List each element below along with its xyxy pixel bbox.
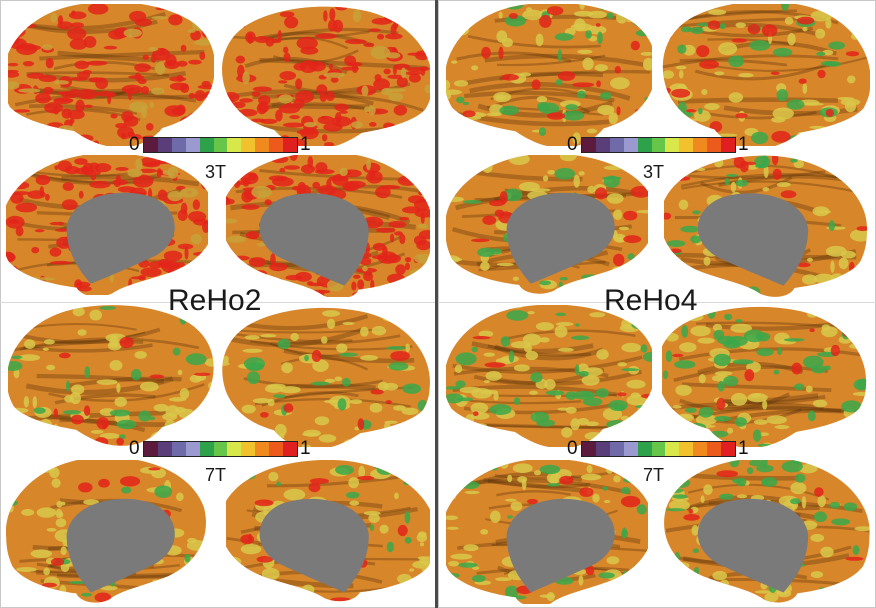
medial-wall — [506, 498, 615, 593]
medial-wall — [697, 193, 809, 286]
reho4-3t-colorbar-min: 0 — [567, 134, 578, 155]
colorbar-swatch — [199, 442, 214, 456]
medial-wall — [66, 498, 175, 593]
colorbar-swatch — [623, 138, 638, 152]
right-row-separator — [438, 302, 876, 303]
reho2-7t-colorbar — [143, 441, 298, 457]
colorbar-swatch — [651, 442, 666, 456]
colorbar-swatch — [144, 138, 158, 152]
reho4-3t-colorbar — [581, 137, 736, 153]
reho4-title: ReHo4 — [604, 284, 698, 317]
colorbar-swatch — [721, 138, 735, 152]
colorbar-swatch — [171, 138, 186, 152]
panel-divider — [435, 0, 438, 608]
colorbar-swatch — [707, 138, 722, 152]
colorbar-swatch — [707, 442, 722, 456]
colorbar-swatch — [665, 442, 680, 456]
colorbar-swatch — [157, 442, 172, 456]
reho4-7t-colorbar-max: 1 — [738, 438, 749, 459]
reho2-3t-label: 3T — [205, 162, 227, 182]
colorbar-swatch — [185, 138, 200, 152]
reho4-7t-colorbar-min: 0 — [567, 438, 578, 459]
colorbar-swatch — [693, 442, 708, 456]
colorbar-swatch — [185, 442, 200, 456]
reho2-3t-right-medial — [226, 155, 430, 297]
medial-wall — [259, 193, 369, 286]
reho2-3t-left-lateral — [8, 4, 214, 146]
colorbar-swatch — [721, 442, 735, 456]
colorbar-swatch — [582, 442, 596, 456]
reho4-3t-right-lateral — [662, 4, 870, 146]
reho2-7t-colorbar-min: 0 — [129, 438, 140, 459]
colorbar-swatch — [283, 138, 297, 152]
colorbar-swatch — [227, 138, 242, 152]
colorbar-swatch — [213, 138, 228, 152]
medial-wall — [697, 498, 809, 593]
colorbar-swatch — [241, 442, 256, 456]
colorbar-swatch — [637, 442, 652, 456]
reho2-3t-left-medial — [6, 155, 208, 295]
reho2-3t-colorbar-max: 1 — [300, 134, 311, 155]
colorbar-swatch — [269, 138, 284, 152]
reho4-3t-left-medial — [446, 155, 648, 294]
reho4-3t-left-lateral — [446, 4, 652, 146]
colorbar-swatch — [665, 138, 680, 152]
colorbar-swatch — [609, 138, 624, 152]
reho4-7t-right-medial — [664, 460, 870, 603]
colorbar-swatch — [651, 138, 666, 152]
colorbar-swatch — [582, 138, 596, 152]
reho4-3t-colorbar-max: 1 — [738, 134, 749, 155]
medial-wall — [259, 498, 369, 593]
colorbar-swatch — [269, 442, 284, 456]
reho2-3t-colorbar-min: 0 — [129, 134, 140, 155]
reho4-7t-right-lateral — [662, 306, 867, 447]
reho2-title: ReHo2 — [168, 284, 262, 317]
reho2-7t-right-lateral — [222, 307, 430, 447]
colorbar-swatch — [283, 442, 297, 456]
colorbar-swatch — [679, 442, 694, 456]
reho4-3t-label: 3T — [643, 162, 665, 182]
colorbar-swatch — [679, 138, 694, 152]
colorbar-swatch — [255, 138, 270, 152]
reho2-7t-left-lateral — [8, 305, 214, 446]
reho4-3t-right-medial — [664, 155, 868, 297]
reho2-3t-right-lateral — [222, 6, 430, 146]
medial-wall — [66, 192, 175, 284]
left-row-separator — [0, 302, 435, 303]
colorbar-swatch — [637, 138, 652, 152]
colorbar-swatch — [595, 442, 610, 456]
colorbar-swatch — [241, 138, 256, 152]
reho2-7t-right-medial — [226, 460, 430, 602]
colorbar-swatch — [255, 442, 270, 456]
reho2-7t-colorbar-max: 1 — [300, 438, 311, 459]
colorbar-swatch — [595, 138, 610, 152]
colorbar-swatch — [144, 442, 158, 456]
reho2-7t-left-medial — [6, 460, 206, 603]
colorbar-swatch — [213, 442, 228, 456]
reho2-7t-label: 7T — [205, 465, 227, 485]
reho2-3t-colorbar — [143, 137, 298, 153]
reho4-7t-left-medial — [446, 460, 648, 604]
colorbar-swatch — [693, 138, 708, 152]
colorbar-swatch — [171, 442, 186, 456]
reho4-7t-left-lateral — [446, 305, 652, 447]
reho4-7t-label: 7T — [643, 465, 665, 485]
colorbar-swatch — [199, 138, 214, 152]
colorbar-swatch — [157, 138, 172, 152]
reho4-7t-colorbar — [581, 441, 736, 457]
colorbar-swatch — [227, 442, 242, 456]
colorbar-swatch — [609, 442, 624, 456]
colorbar-swatch — [623, 442, 638, 456]
medial-wall — [506, 192, 615, 284]
